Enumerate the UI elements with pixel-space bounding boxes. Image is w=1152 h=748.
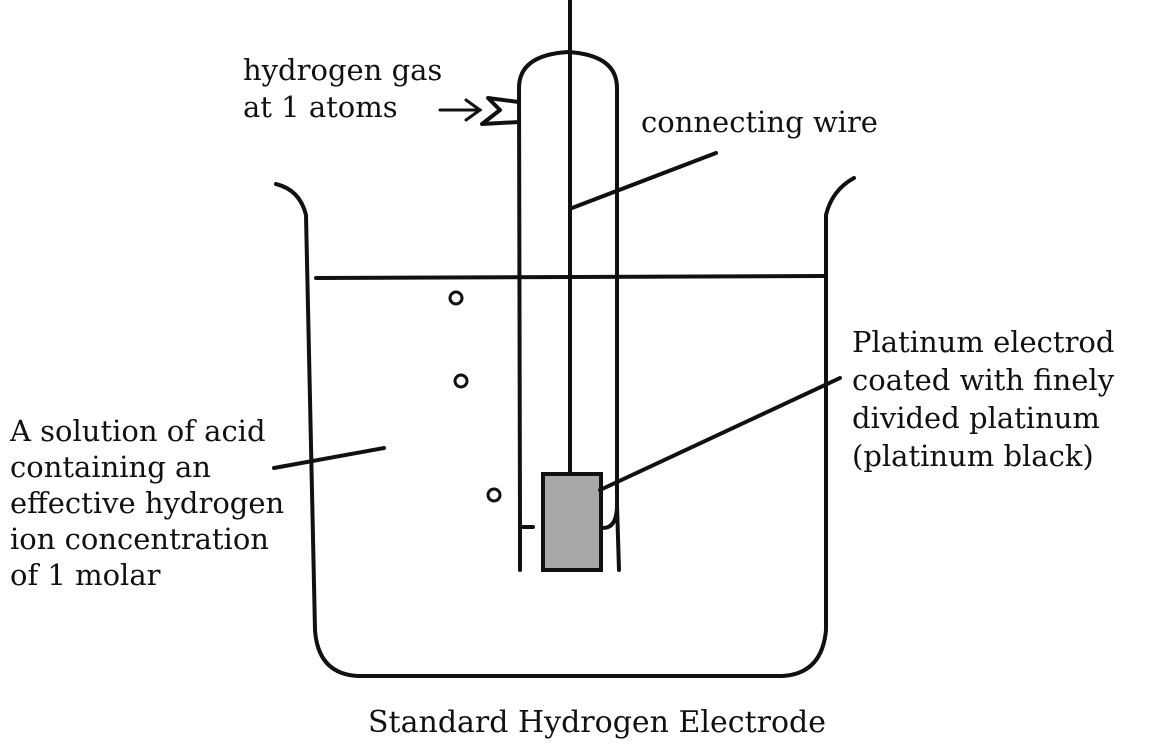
platinum-electrode-label: Platinum electrod coated with finely div… bbox=[852, 325, 1124, 473]
wire-leader-line bbox=[570, 151, 718, 210]
solution-leader-line bbox=[272, 446, 386, 470]
glass-tube bbox=[517, 50, 621, 572]
hydrogen-bubble bbox=[448, 290, 464, 306]
hydrogen-bubble bbox=[453, 373, 469, 389]
connecting-wire-label: connecting wire bbox=[641, 105, 878, 139]
arrow-head bbox=[464, 98, 483, 122]
diagram-caption: Standard Hydrogen Electrode bbox=[368, 705, 826, 740]
hydrogen-gas-label: hydrogen gas at 1 atoms bbox=[243, 53, 452, 124]
electrode-leader-line bbox=[598, 376, 842, 492]
hydrogen-bubble bbox=[486, 487, 502, 503]
gas-inlet bbox=[480, 96, 521, 126]
platinum-electrode bbox=[541, 472, 603, 572]
beaker bbox=[274, 176, 856, 678]
acid-solution-label: A solution of acid containing an effecti… bbox=[9, 414, 293, 592]
